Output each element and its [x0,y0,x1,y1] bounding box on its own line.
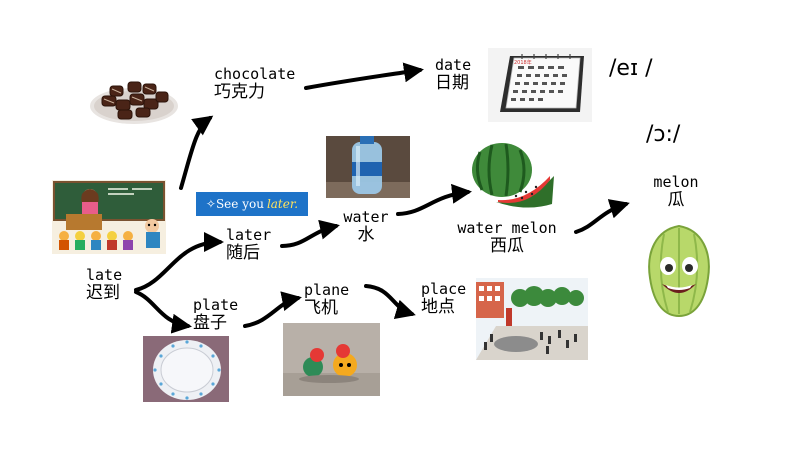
word-zh: 日期 [435,73,469,94]
arrow-plane-to-place [364,284,416,319]
arrow-late-to-plate [134,290,192,334]
word-en: chocolate [214,65,296,83]
word-en: plate [193,296,239,314]
watermelon-image [466,140,558,212]
word-zh: 巧克力 [214,82,265,103]
arrow-chocolate-to-date [304,62,424,90]
arrow-plate-to-plane [243,291,302,328]
arrow-late-to-chocolate [179,115,214,190]
word-zh: 地点 [421,297,455,318]
word-en: water melon [457,219,557,237]
word-en: plane [304,281,350,299]
toy-plane-image [283,323,380,396]
word-water: water 水 [341,208,391,246]
word-zh: 随后 [226,243,260,264]
water-bottle-image [326,136,410,198]
word-place: place 地点 [421,280,467,318]
word-later: later 随后 [226,226,272,264]
word-late: late 迟到 [86,266,123,304]
word-en: water [343,208,389,226]
arrow-watermelon-to-melon [574,199,630,234]
classroom-image [52,180,166,254]
word-water-melon: water melon 西瓜 [451,219,563,257]
phonetic-ei: /eɪ / [609,56,653,81]
word-plane: plane 飞机 [304,281,350,319]
word-zh: 西瓜 [490,236,524,257]
word-chocolate: chocolate 巧克力 [214,65,296,103]
arrow-late-to-later [134,232,224,292]
word-plate: plate 盘子 [193,296,239,334]
word-zh: 水 [357,225,375,246]
see-you-later-banner: ✧See you later. [196,192,308,216]
arrow-water-to-watermelon [396,183,472,216]
word-zh: 迟到 [86,283,120,304]
word-melon: melon 瓜 [638,173,714,211]
word-en: melon [653,173,699,191]
word-zh: 盘子 [193,313,227,334]
town-place-image [476,278,588,360]
word-en: late [86,266,123,284]
word-zh: 瓜 [667,190,685,211]
phonetic-oo: /ɔ:/ [646,122,681,147]
banner-prefix: ✧See you [205,197,264,211]
plate-image [143,336,229,402]
word-date: date 日期 [435,56,472,94]
word-en: later [226,226,272,244]
arrow-later-to-water [280,219,340,248]
melon-cartoon-image [636,222,722,320]
chocolate-image [88,66,180,128]
word-en: place [421,280,467,298]
word-zh: 飞机 [304,298,338,319]
calendar-year-label: 2018年 [514,59,532,66]
banner-emphasis: later. [266,197,299,211]
word-en: date [435,56,472,74]
calendar-image: 2018年 [488,48,592,122]
